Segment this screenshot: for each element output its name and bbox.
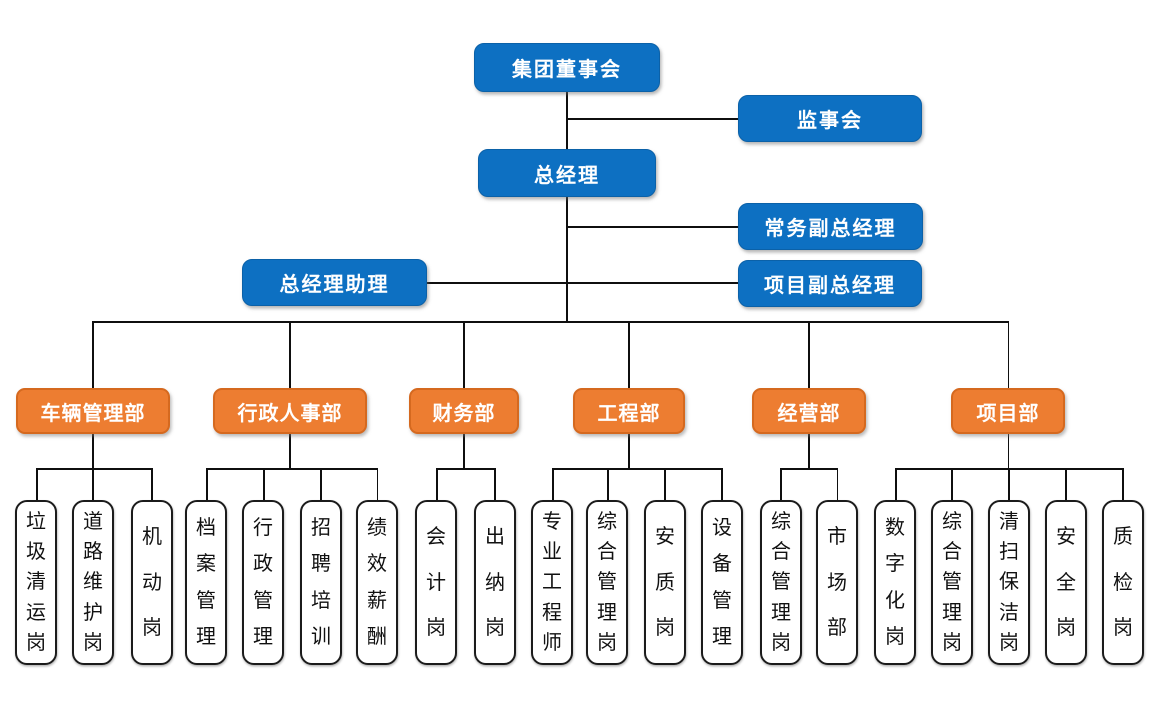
position-label: 质检岗 <box>1113 526 1133 639</box>
node-project-deputy-gm: 项目副总经理 <box>738 260 922 307</box>
connector-drop-dept-4 <box>628 321 630 388</box>
connector-child-drop <box>151 468 153 500</box>
position-label: 出纳岗 <box>485 526 505 639</box>
position-label: 行政管理 <box>253 517 273 648</box>
position-general-management-eng: 综合管理岗 <box>586 500 628 665</box>
connector-child-drop <box>494 468 496 500</box>
position-label: 档案管理 <box>196 517 216 648</box>
connector-to-exec-deputy-gm <box>566 226 738 228</box>
position-mobile: 机动岗 <box>131 500 173 665</box>
connector-gm-to-bus <box>565 197 568 322</box>
connector-drop-dept-3 <box>463 321 465 388</box>
position-general-management-proj: 综合管理岗 <box>931 500 973 665</box>
connector-bus-dept3 <box>436 468 495 470</box>
connector-child-drop <box>552 468 554 500</box>
node-gm-assistant: 总经理助理 <box>242 259 427 306</box>
node-executive-deputy-gm: 常务副总经理 <box>738 203 923 250</box>
connector-drop-dept-1 <box>92 321 94 388</box>
connector-bus-dept5 <box>780 468 838 470</box>
position-safety: 安全岗 <box>1045 500 1087 665</box>
connector-drop-dept-5 <box>808 321 810 388</box>
connector-child-drop <box>206 468 208 500</box>
position-safety-quality: 安质岗 <box>644 500 686 665</box>
connector-child-drop <box>836 468 838 500</box>
position-label: 招聘培训 <box>311 517 331 648</box>
connector-to-supervisory <box>566 118 738 120</box>
connector-dept1-down <box>92 434 94 469</box>
node-supervisory-board: 监事会 <box>738 95 922 142</box>
connector-child-drop <box>1008 468 1010 500</box>
position-label: 安全岗 <box>1056 526 1076 639</box>
position-quality-inspection: 质检岗 <box>1102 500 1144 665</box>
connector-bus-dept2 <box>206 468 378 470</box>
connector-child-drop <box>436 468 438 500</box>
position-label: 综合管理岗 <box>597 511 617 654</box>
position-admin-management: 行政管理 <box>242 500 284 665</box>
dept-vehicle-management: 车辆管理部 <box>16 388 170 434</box>
connector-dept6-down <box>1007 434 1009 469</box>
position-label: 垃圾清运岗 <box>26 511 46 654</box>
position-archives-management: 档案管理 <box>185 500 227 665</box>
node-group-board: 集团董事会 <box>474 43 660 92</box>
connector-child-drop <box>263 468 265 500</box>
position-cashier: 出纳岗 <box>474 500 516 665</box>
connector-dept3-down <box>463 434 465 469</box>
position-label: 专业工程师 <box>542 511 562 654</box>
dept-finance: 财务部 <box>409 388 519 434</box>
connector-child-drop <box>376 468 378 500</box>
position-recruit-training: 招聘培训 <box>300 500 342 665</box>
connector-child-drop <box>895 468 897 500</box>
position-label: 安质岗 <box>655 526 675 639</box>
position-label: 绩效薪酬 <box>367 517 387 648</box>
connector-child-drop <box>951 468 953 500</box>
dept-engineering: 工程部 <box>573 388 685 434</box>
connector-dept2-down <box>289 434 291 469</box>
position-performance-compensation: 绩效薪酬 <box>356 500 398 665</box>
position-label: 机动岗 <box>142 526 162 639</box>
connector-child-drop <box>320 468 322 500</box>
connector-bus-dept1 <box>36 468 152 470</box>
position-label: 清扫保洁岗 <box>999 511 1019 654</box>
dept-project: 项目部 <box>951 388 1065 434</box>
connector-dept5-down <box>808 434 810 469</box>
position-label: 数字化岗 <box>885 517 905 648</box>
position-label: 设备管理 <box>712 517 732 648</box>
connector-department-bus <box>92 321 1009 323</box>
connector-child-drop <box>36 468 38 500</box>
position-accounting: 会计岗 <box>415 500 457 665</box>
connector-drop-dept-6 <box>1007 321 1009 388</box>
position-label: 道路维护岗 <box>83 511 103 654</box>
connector-child-drop <box>607 468 609 500</box>
position-professional-engineer: 专业工程师 <box>531 500 573 665</box>
position-general-management-ops: 综合管理岗 <box>760 500 802 665</box>
position-label: 会计岗 <box>426 526 446 639</box>
connector-dept4-down <box>628 434 630 469</box>
position-garbage-collection: 垃圾清运岗 <box>15 500 57 665</box>
position-label: 综合管理岗 <box>942 511 962 654</box>
position-label: 市场部 <box>827 526 847 639</box>
connector-child-drop <box>664 468 666 500</box>
position-market: 市场部 <box>816 500 858 665</box>
connector-child-drop <box>721 468 723 500</box>
connector-bus-dept4 <box>552 468 722 470</box>
connector-child-drop <box>92 468 94 500</box>
position-digitalization: 数字化岗 <box>874 500 916 665</box>
connector-drop-dept-2 <box>289 321 291 388</box>
position-sweeping-cleaning: 清扫保洁岗 <box>988 500 1030 665</box>
position-equipment-management: 设备管理 <box>701 500 743 665</box>
dept-admin-hr: 行政人事部 <box>213 388 367 434</box>
dept-operations: 经营部 <box>752 388 866 434</box>
connector-board-to-gm <box>566 92 568 149</box>
connector-child-drop <box>1122 468 1124 500</box>
connector-child-drop <box>780 468 782 500</box>
connector-assistant-to-project-deputy-gm <box>427 282 738 284</box>
connector-child-drop <box>1065 468 1067 500</box>
position-label: 综合管理岗 <box>771 511 791 654</box>
position-road-maintenance: 道路维护岗 <box>72 500 114 665</box>
node-general-manager: 总经理 <box>478 149 656 197</box>
